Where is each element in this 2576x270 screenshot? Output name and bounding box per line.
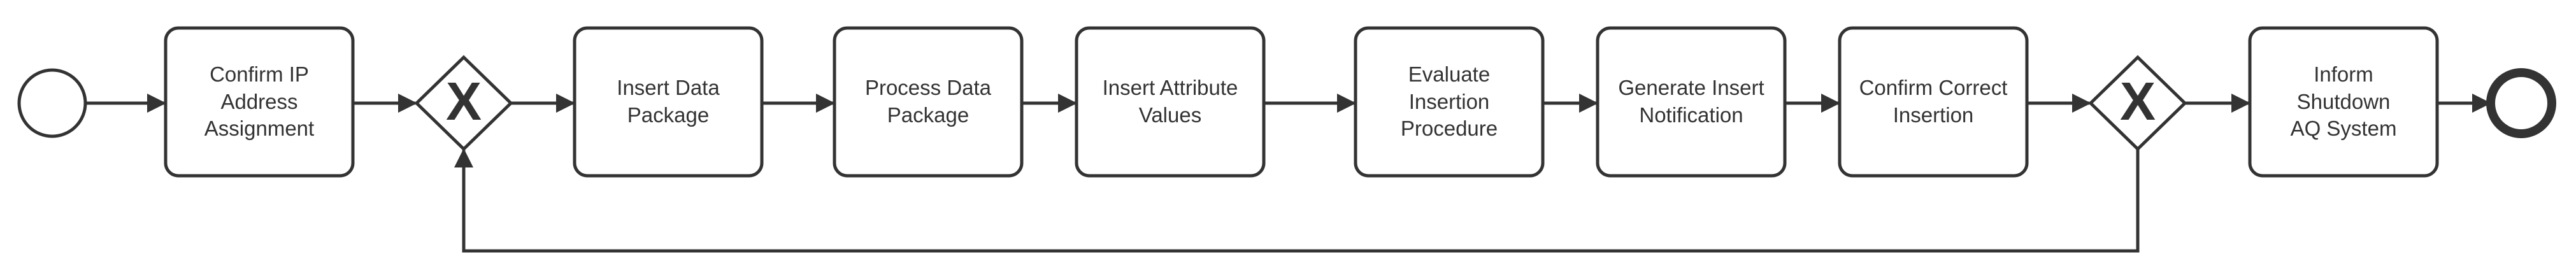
gateway-2-symbol: X	[2120, 71, 2156, 131]
task-label-confirm-correct-insertion: Confirm Correct Insertion	[1859, 76, 2008, 127]
gateway-1-symbol: X	[446, 71, 482, 131]
task-label-insert-data-package: Insert Data Package	[617, 76, 720, 127]
start-event[interactable]	[17, 68, 87, 138]
exclusive-gateway-2[interactable]: X	[2088, 55, 2187, 152]
exclusive-gateway-1[interactable]: X	[414, 55, 513, 152]
task-label-generate-insert-notification: Generate Insert Notification	[1618, 76, 1764, 127]
task-label-confirm-ip-address-assignment: Confirm IP Address Assignment	[204, 62, 315, 141]
flow-gateway-2-loop-back-to-gateway-1	[454, 148, 2140, 253]
task-label-inform-shutdown-aq-system: Inform Shutdown AQ System	[2290, 62, 2397, 141]
task-label-evaluate-insertion-procedure: Evaluate Insertion Procedure	[1400, 62, 1498, 141]
task-label-insert-attribute-values: Insert Attribute Values	[1102, 76, 1238, 127]
end-event[interactable]	[2486, 68, 2556, 138]
task-label-process-data-package: Process Data Package	[864, 76, 992, 127]
